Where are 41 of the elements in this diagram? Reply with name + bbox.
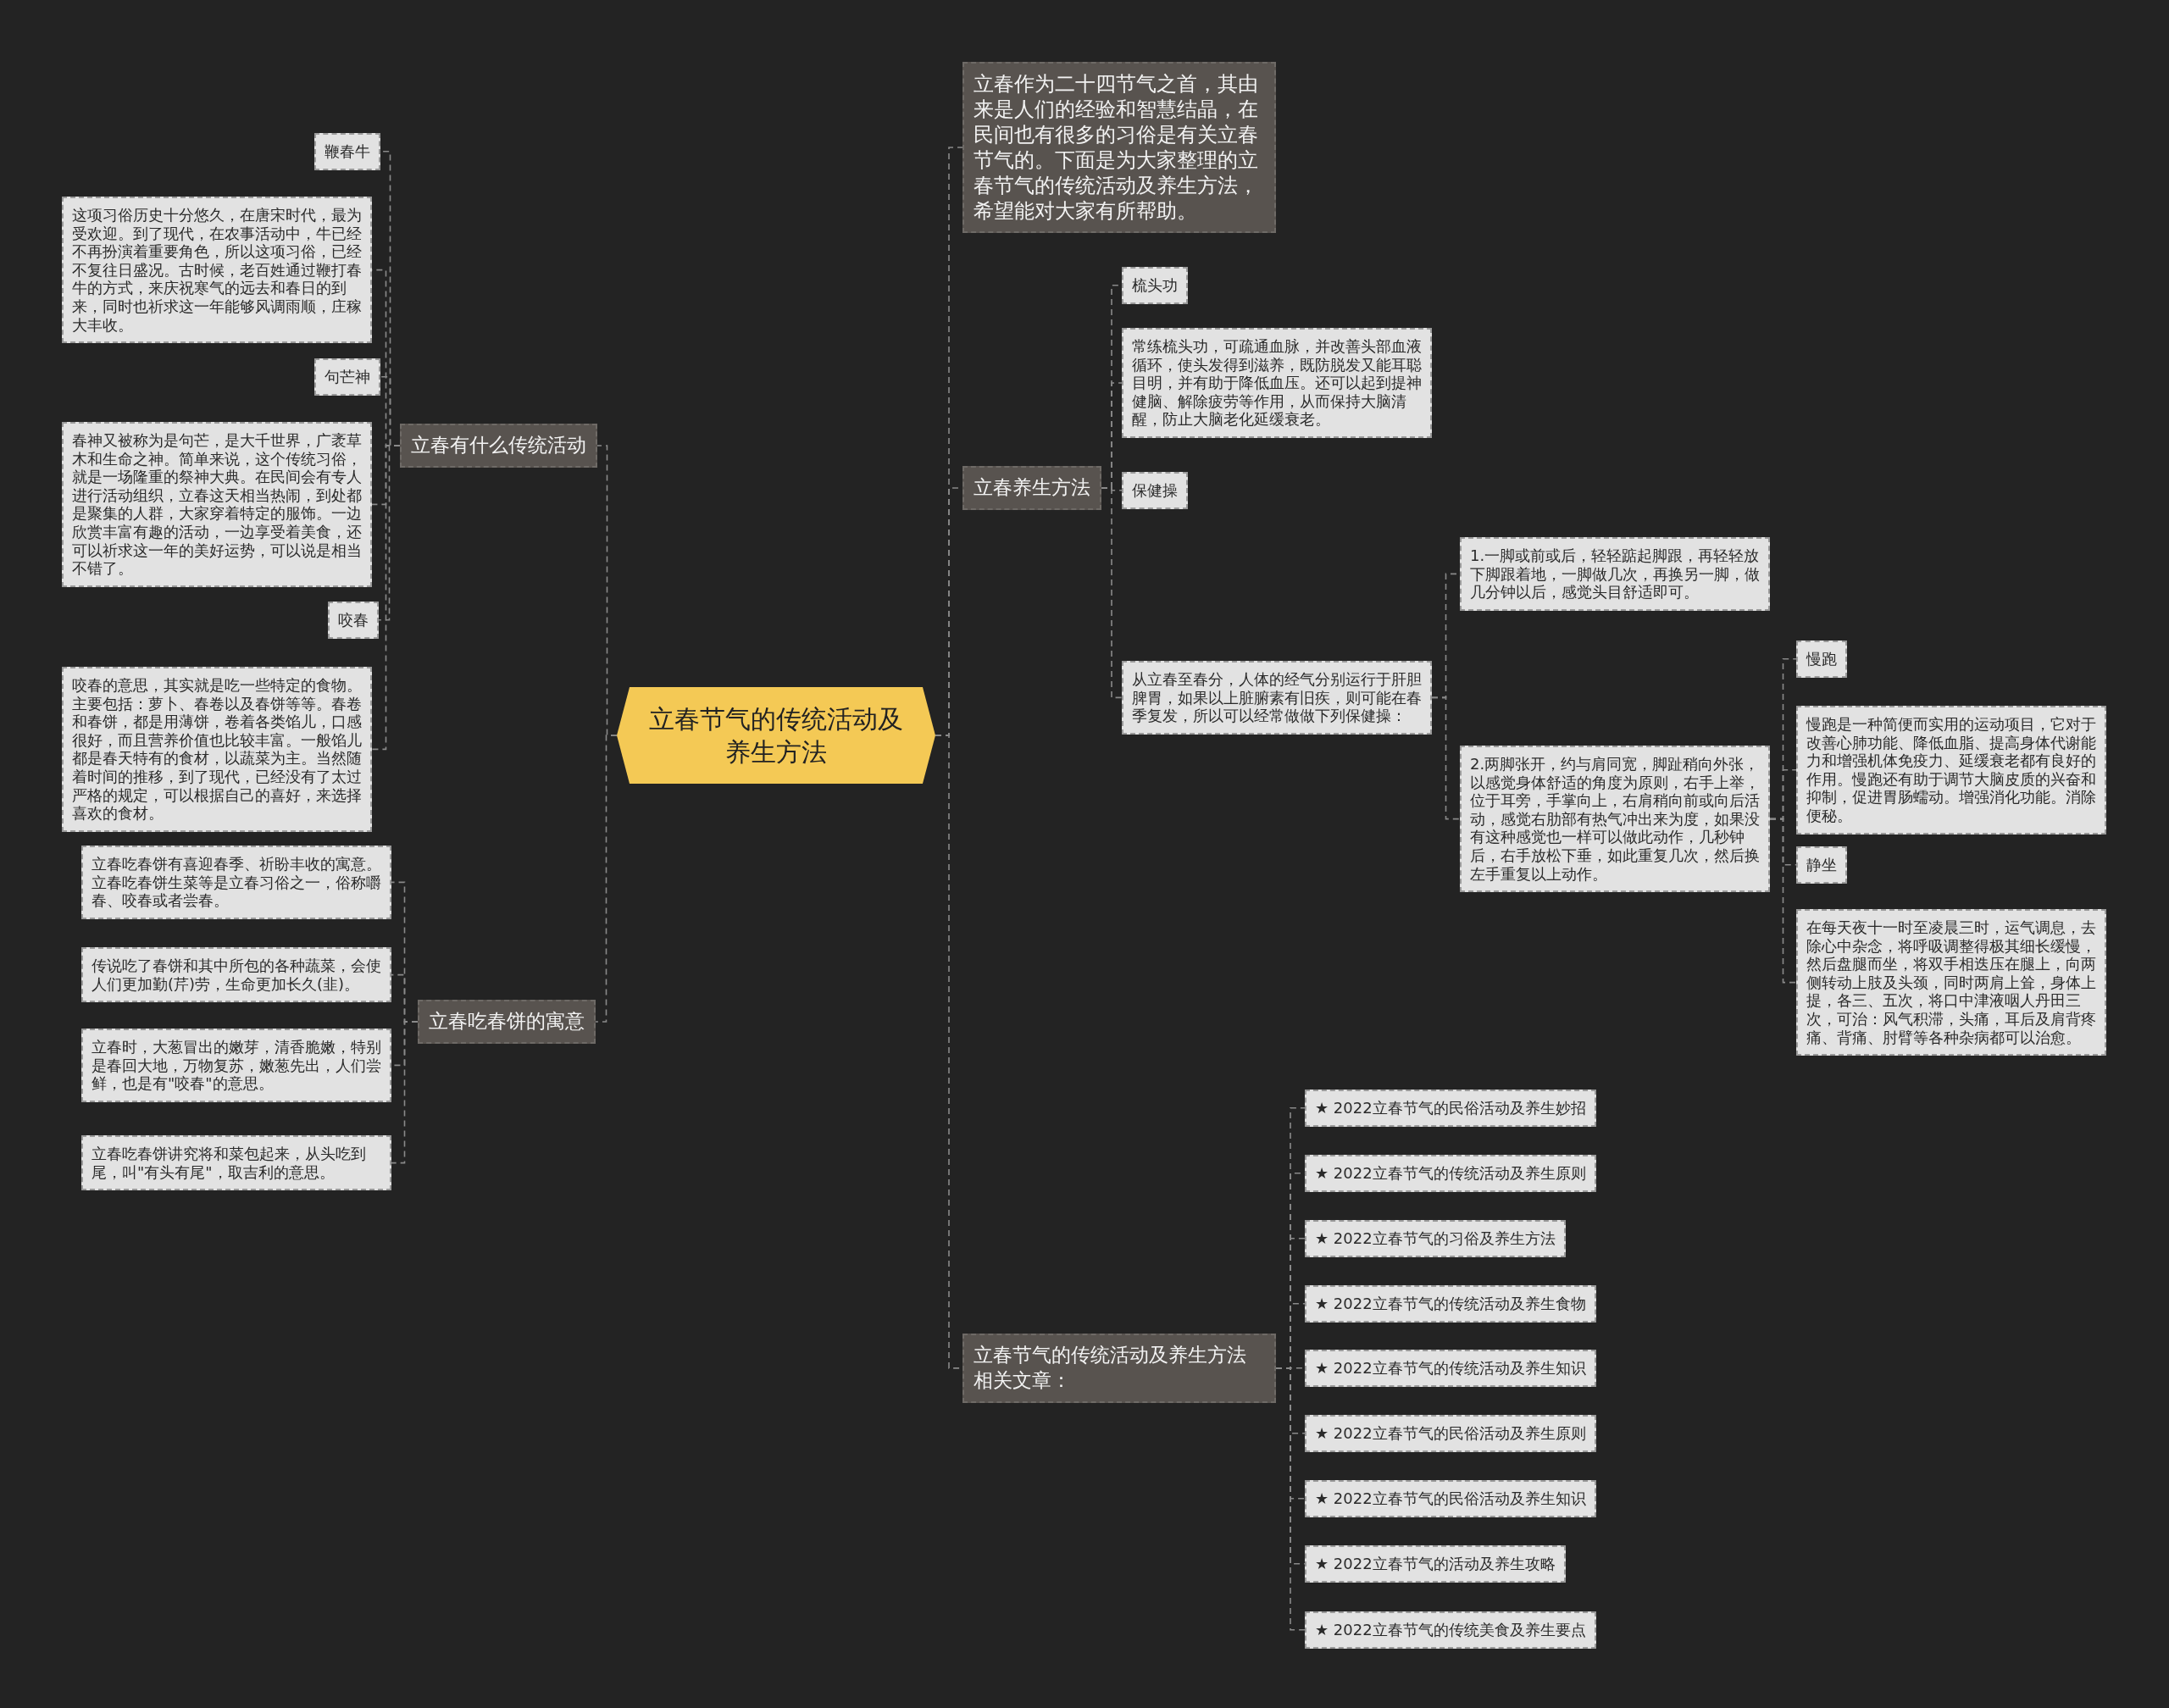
topic-box: 立春作为二十四节气之首，其由来是人们的经验和智慧结晶，在民间也有很多的习俗是有关立春节气的。下面是为大家整理的立春节气的传统活动及养生方法，希望能对大家有所帮助。: [962, 62, 1276, 233]
note-box: 春神又被称为是句芒，是大千世界，广袤草木和生命之神。简单来说，这个传统习俗，就是一场隆重的祭神大典。在民间会有专人进行活动组织，立春这天相当热闹，到处都是聚集的人群，大家穿着特定的服饰。一边欣赏丰富有趣的活动，一边享受着美食，还可以祈求这一年的美好运势，可以说是相当不错了。: [62, 422, 372, 587]
connector-line: [391, 1021, 419, 1164]
subtopic-box: ★ 2022立春节气的民俗活动及养生知识: [1305, 1480, 1596, 1517]
subtopic-box: ★ 2022立春节气的习俗及养生方法: [1305, 1220, 1566, 1257]
topic-box: 立春养生方法: [962, 466, 1101, 510]
note-box: 立春时，大葱冒出的嫩芽，清香脆嫩，特别是春回大地，万物复苏，嫩葱先出，人们尝鲜，也是有"咬春"的意思。: [81, 1029, 391, 1102]
note-box: 2.两脚张开，约与肩同宽，脚趾稍向外张，以感觉身体舒适的角度为原则，右手上举，位于耳旁，手掌向上，右肩稍向前或向后活动，感觉右肋部有热气冲出来为度，如果没有这种感觉也一样可以做此动作，几秒钟后，右手放松下垂，如此重复几次，然后换左手重复以上动作。: [1460, 746, 1770, 893]
connector-line: [1101, 487, 1123, 699]
subtopic-box: ★ 2022立春节气的传统活动及养生知识: [1305, 1350, 1596, 1387]
note-box: 立春吃春饼讲究将和菜包起来，从头吃到尾，叫"有头有尾"，取吉利的意思。: [81, 1135, 391, 1191]
topic-box: 立春节气的传统活动及养生方法相关文章：: [962, 1334, 1276, 1403]
note-box: 立春吃春饼有喜迎春季、祈盼丰收的寓意。立春吃春饼生菜等是立春习俗之一，俗称嚼春、咬春或者尝春。: [81, 846, 391, 919]
subtopic-box: 静坐: [1796, 846, 1847, 884]
subtopic-box: 句芒神: [314, 358, 380, 396]
subtopic-box: ★ 2022立春节气的民俗活动及养生妙招: [1305, 1090, 1596, 1127]
topic-box: 立春有什么传统活动: [400, 424, 597, 468]
note-box: 常练梳头功，可疏通血脉，并改善头部血液循环，使头发得到滋养，既防脱发又能耳聪目明，并有助于降低血压。还可以起到提神健脑、解除疲劳等作用，从而保持大脑清醒，防止大脑老化延缓衰老。: [1122, 328, 1432, 438]
connector-line: [1275, 1367, 1306, 1631]
connector-line: [1431, 696, 1461, 820]
subtopic-box: ★ 2022立春节气的传统活动及养生食物: [1305, 1285, 1596, 1323]
subtopic-box: 咬春: [328, 602, 379, 639]
subtopic-box: 保健操: [1122, 472, 1188, 509]
note-box: 咬春的意思，其实就是吃一些特定的食物。主要包括：萝卜、春卷以及春饼等等。春卷和春饼，都是用薄饼，卷着各类馅儿，口感很好，而且营养价值也比较丰富。一般馅儿都是春天特有的食材，以蔬菜为主。当然随着时间的推移，到了现代，已经没有了太过严格的规定，可以根据自己的喜好，来选择喜欢的食材。: [62, 667, 372, 832]
connector-line: [595, 735, 618, 1023]
subtopic-box: ★ 2022立春节气的传统活动及养生原则: [1305, 1155, 1596, 1192]
subtopic-box: ★ 2022立春节气的活动及养生攻略: [1305, 1545, 1566, 1583]
note-box: 这项习俗历史十分悠久，在唐宋时代，最为受欢迎。到了现代，在农事活动中，牛已经不再扮演着重要角色，所以这项习俗，已经不复往日盛况。古时候，老百姓通过鞭打春牛的方式，来庆祝寒气的远去和春日的到来，同时也祈求这一年能够风调雨顺，庄稼大丰收。: [62, 197, 372, 344]
topic-box: 立春吃春饼的寓意: [418, 1000, 596, 1044]
subtopic-box: ★ 2022立春节气的传统美食及养生要点: [1305, 1611, 1596, 1649]
note-box: 传说吃了春饼和其中所包的各种蔬菜，会使人们更加勤(芹)劳，生命更加长久(韭)。: [81, 947, 391, 1003]
note-box: 在每天夜十一时至凌晨三时，运气调息，去除心中杂念，将呼吸调整得极其细长缓慢，然后盘腿而坐，将双手相迭压在腿上，向两侧转动上肢及头颈，同时两肩上耸，身体上提，各三、五次，将口中津液咽人丹田三次，可治：风气积滞，头痛，耳后及肩背疼痛、背痛、肘臂等各种杂病都可以治愈。: [1796, 909, 2106, 1056]
subtopic-box: 鞭春牛: [314, 133, 380, 170]
central-topic: 立春节气的传统活动及养生方法: [617, 687, 935, 784]
note-box: 1.一脚或前或后，轻轻踮起脚跟，再轻轻放下脚跟着地，一脚做几次，再换另一脚，做几分钟以后，感觉头目舒适即可。: [1460, 537, 1770, 611]
subtopic-box: 慢跑: [1796, 640, 1847, 678]
subtopic-box: 梳头功: [1122, 267, 1188, 304]
note-box: 慢跑是一种简便而实用的运动项目，它对于改善心肺功能、降低血脂、提高身体代谢能力和增强机体免疫力、延缓衰老都有良好的作用。慢跑还有助于调节大脑皮质的兴奋和抑制，促进胃肠蠕动。增强消化功能。消除便秘。: [1796, 706, 2106, 835]
note-box: 从立春至春分，人体的经气分别运行于肝胆脾胃，如果以上脏腑素有旧疾，则可能在春季复发，所以可以经常做做下列保健操：: [1122, 661, 1432, 735]
connector-line: [1769, 818, 1797, 984]
subtopic-box: ★ 2022立春节气的民俗活动及养生原则: [1305, 1415, 1596, 1452]
